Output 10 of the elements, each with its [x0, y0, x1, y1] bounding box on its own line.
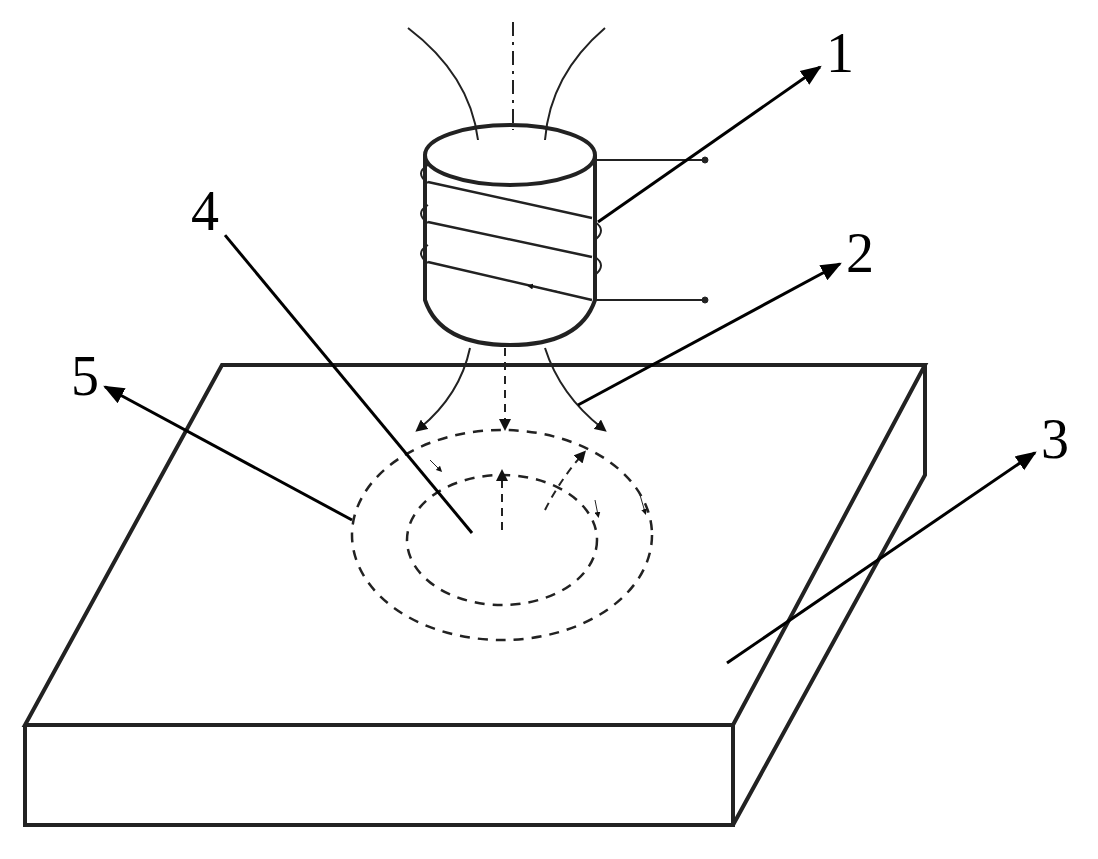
leader-line [726, 451, 1037, 665]
callout-number: 2 [846, 225, 874, 281]
leader-line [577, 262, 842, 407]
callout-number: 1 [826, 25, 854, 81]
callout-number: 4 [191, 183, 219, 239]
callout-number: 3 [1041, 411, 1069, 467]
leader-line [597, 65, 822, 224]
leader-line [223, 234, 474, 534]
leader-line [103, 385, 353, 522]
callout-number: 5 [71, 348, 99, 404]
